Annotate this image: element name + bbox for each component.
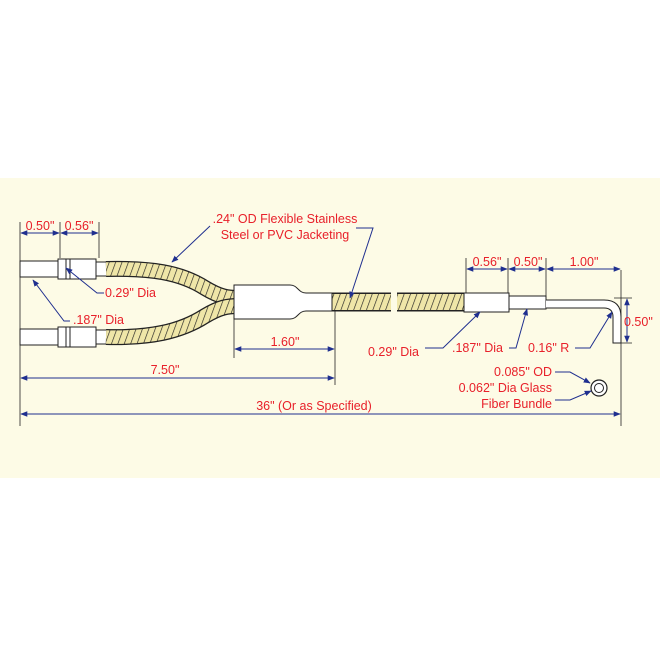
labels: 0.50" 0.56" .24" OD Flexible Stainless S… [26, 212, 653, 413]
dimension-lines [20, 230, 630, 417]
dim-056-right-label: 0.56" [473, 255, 502, 269]
coil-break-gap [391, 290, 397, 314]
dia-029-right-label: 0.29" Dia [368, 345, 419, 359]
jacket-label-line1: .24" OD Flexible Stainless [213, 212, 358, 226]
dim-36-label: 36" (Or as Specified) [256, 399, 372, 413]
dim-100-right-label: 1.00" [570, 255, 599, 269]
leader-lines [32, 225, 613, 401]
drawing-background-band [0, 178, 660, 478]
dim-050-right-label: 0.50" [514, 255, 543, 269]
dia-0187-left-label: .187" Dia [73, 313, 124, 327]
jacketing-coils [105, 260, 466, 346]
od-0085-label: 0.085" OD [494, 365, 552, 379]
breakout-housing [233, 284, 333, 320]
dia-029-left-label: 0.29" Dia [105, 286, 156, 300]
jacket-label-line2: Steel or PVC Jacketing [221, 228, 350, 242]
radius-016-label: 0.16" R [528, 341, 569, 355]
dim-160-label: 1.60" [271, 335, 300, 349]
tip-end-view [590, 379, 608, 397]
right-ferrule [463, 292, 547, 313]
dia-0187-right-label: .187" Dia [452, 341, 503, 355]
dim-050-left-label: 0.50" [26, 219, 55, 233]
bundle-label-line1: 0.062" Dia Glass [459, 381, 552, 395]
left-connector-top [19, 258, 109, 280]
extension-lines [19, 222, 632, 426]
left-connector-bottom [19, 326, 109, 348]
bent-probe-tube [546, 299, 622, 344]
dim-056-left-label: 0.56" [65, 219, 94, 233]
dim-050-vertical-label: 0.50" [624, 315, 653, 329]
bundle-label-line2: Fiber Bundle [481, 397, 552, 411]
dim-750-label: 7.50" [151, 363, 180, 377]
